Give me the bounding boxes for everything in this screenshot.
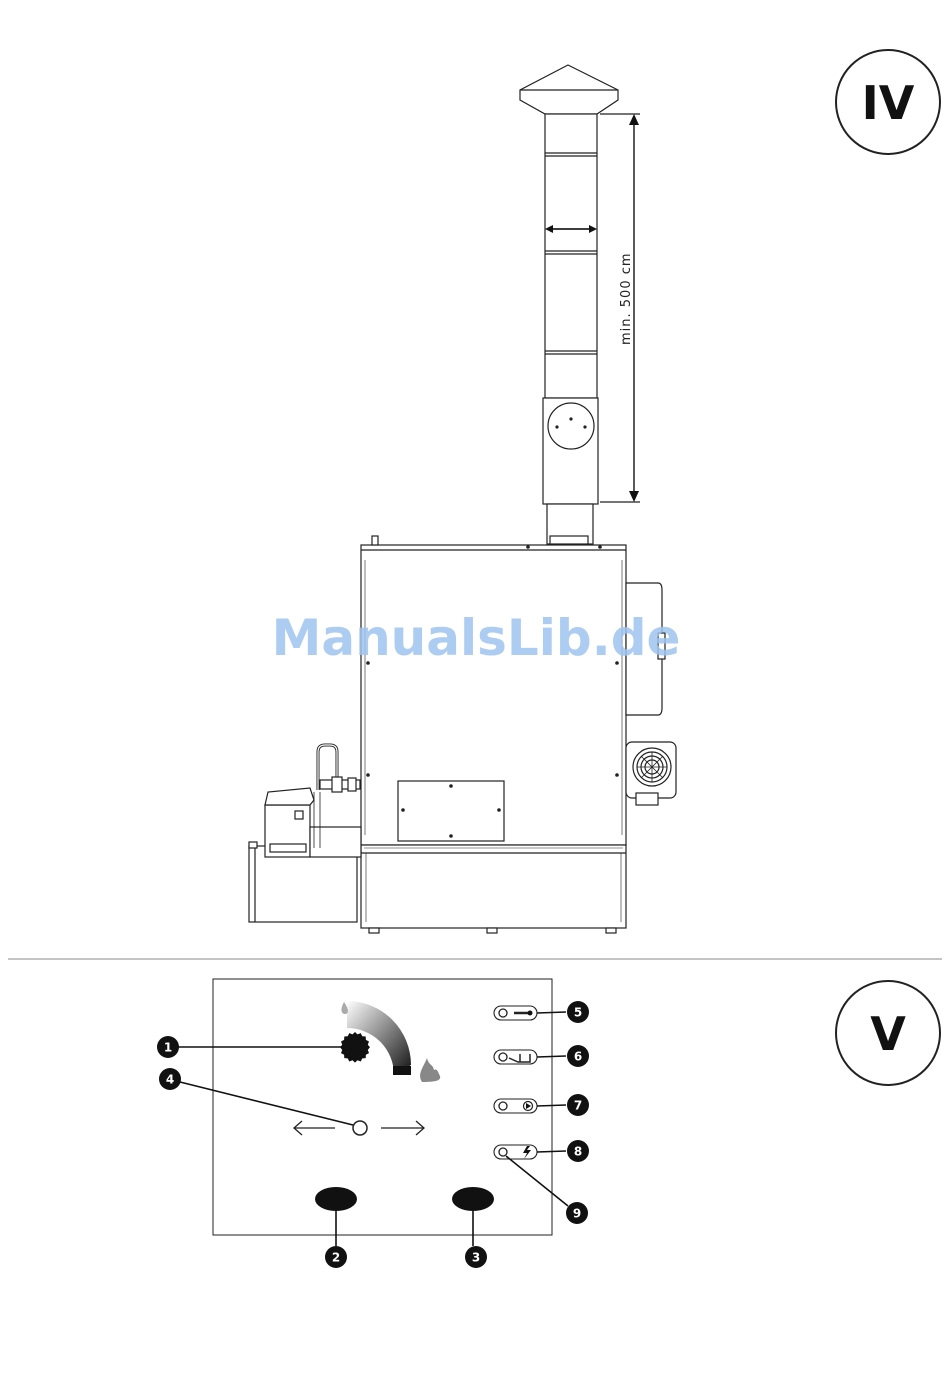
- callout-3: 3: [465, 1246, 487, 1268]
- selector-switch[interactable]: [353, 1121, 367, 1135]
- mode-selector: [294, 1121, 424, 1135]
- height-dimension-label: min. 500 cm: [619, 252, 634, 345]
- svg-text:9: 9: [573, 1207, 581, 1221]
- reset-icon: [509, 1054, 530, 1062]
- callout-6: 6: [567, 1045, 589, 1067]
- panel-iv-label: IV: [862, 76, 915, 130]
- panel-iv-badge: IV: [836, 50, 940, 154]
- chimney-pipe: [545, 114, 597, 398]
- callout-7: 7: [567, 1094, 589, 1116]
- chimney: [520, 65, 618, 544]
- temperature-dial: [340, 1001, 440, 1082]
- callout-9: 9: [566, 1202, 588, 1224]
- svg-text:3: 3: [472, 1251, 480, 1265]
- heater-base: [361, 845, 626, 928]
- callout-5: 5: [567, 1001, 589, 1023]
- svg-text:5: 5: [574, 1006, 582, 1020]
- indicator-burner: [494, 1099, 537, 1113]
- lightning-icon: [523, 1146, 531, 1159]
- leader-lines: [178, 1012, 568, 1246]
- oval-button-left[interactable]: [315, 1187, 357, 1211]
- thermometer-icon: [514, 1011, 533, 1016]
- play-icon: [526, 1103, 531, 1109]
- callout-2: 2: [325, 1246, 347, 1268]
- dial-knob[interactable]: [340, 1032, 370, 1063]
- callout-4: 4: [159, 1068, 181, 1090]
- svg-text:8: 8: [574, 1145, 582, 1159]
- svg-text:6: 6: [574, 1050, 582, 1064]
- oval-button-right[interactable]: [452, 1187, 494, 1211]
- drop-flame-icon: [341, 1002, 347, 1014]
- callout-1: 1: [157, 1036, 179, 1058]
- panel-v-label: V: [870, 1007, 906, 1061]
- blower-fan: [626, 742, 676, 805]
- callout-8: 8: [567, 1140, 589, 1162]
- watermark: ManualsLib.de: [272, 609, 681, 667]
- fire-icon: [420, 1058, 440, 1082]
- height-dimension: min. 500 cm: [600, 114, 640, 502]
- heater-body: [361, 536, 626, 933]
- svg-text:7: 7: [574, 1099, 582, 1113]
- svg-text:4: 4: [166, 1073, 174, 1087]
- svg-text:2: 2: [332, 1251, 340, 1265]
- indicator-thermostat: [494, 1006, 537, 1020]
- fuel-tank: [249, 745, 361, 922]
- indicator-power: [494, 1145, 537, 1159]
- svg-text:1: 1: [164, 1041, 172, 1055]
- indicator-overheat: [494, 1050, 537, 1064]
- panel-v-badge: V: [836, 981, 940, 1085]
